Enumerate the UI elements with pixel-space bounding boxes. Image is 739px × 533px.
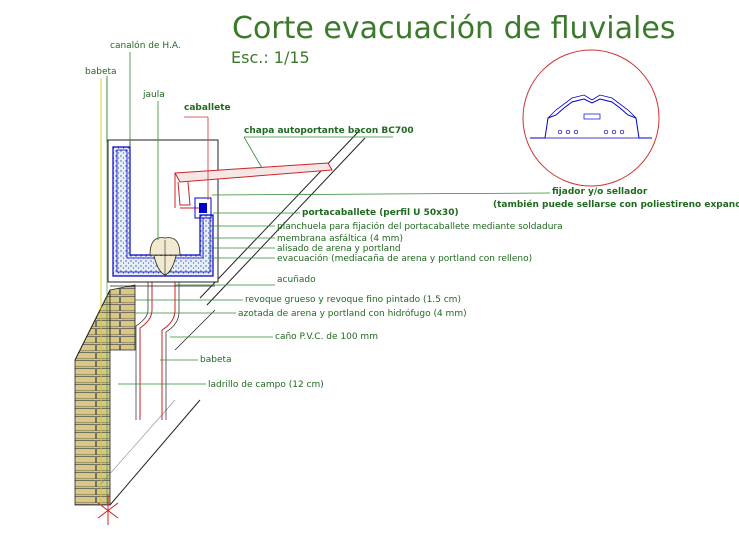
label-alisado: alisado de arena y portland xyxy=(277,244,401,254)
label-fijador-note: (también puede sellarse con poliestireno… xyxy=(493,199,739,210)
drawing-title: Corte evacuación de fluviales xyxy=(232,11,675,46)
roof-slope xyxy=(174,129,366,351)
label-cano: caño P.V.C. de 100 mm xyxy=(275,332,378,342)
label-evacuacion: evacuación (mediacaña de arena y portlan… xyxy=(277,253,532,264)
section-marker xyxy=(97,495,119,525)
label-membrana: membrana asfáltica (4 mm) xyxy=(277,234,403,244)
label-revoque: revoque grueso y revoque fino pintado (1… xyxy=(245,295,461,305)
label-portacaballete: portacaballete (perfil U 50x30) xyxy=(302,208,459,218)
downpipe xyxy=(110,237,218,420)
brick-wall xyxy=(74,284,201,506)
label-ladrillo: ladrillo de campo (12 cm) xyxy=(208,380,324,390)
label-planchuela: planchuela para fijación del portacaball… xyxy=(277,221,563,232)
label-fijador: fijador y/o sellador xyxy=(552,187,648,197)
leader-lines xyxy=(106,52,551,385)
label-babeta-top: babeta xyxy=(85,67,117,77)
label-azotada: azotada de arena y portland con hidrófug… xyxy=(238,308,467,319)
label-canalon: canalón de H.A. xyxy=(110,40,181,51)
label-acunado: acuñado xyxy=(277,275,316,285)
label-caballete: caballete xyxy=(184,103,231,113)
scale-label: Esc.: 1/15 xyxy=(231,48,310,67)
axis-lines xyxy=(100,78,108,505)
detail-circle xyxy=(522,49,660,187)
label-jaula: jaula xyxy=(142,90,165,100)
roof-sheet xyxy=(174,162,333,219)
label-chapa: chapa autoportante bacon BC700 xyxy=(244,126,414,136)
labels: canalón de H.A. babeta jaula caballete c… xyxy=(85,40,739,390)
label-babeta-bottom: babeta xyxy=(200,355,232,365)
